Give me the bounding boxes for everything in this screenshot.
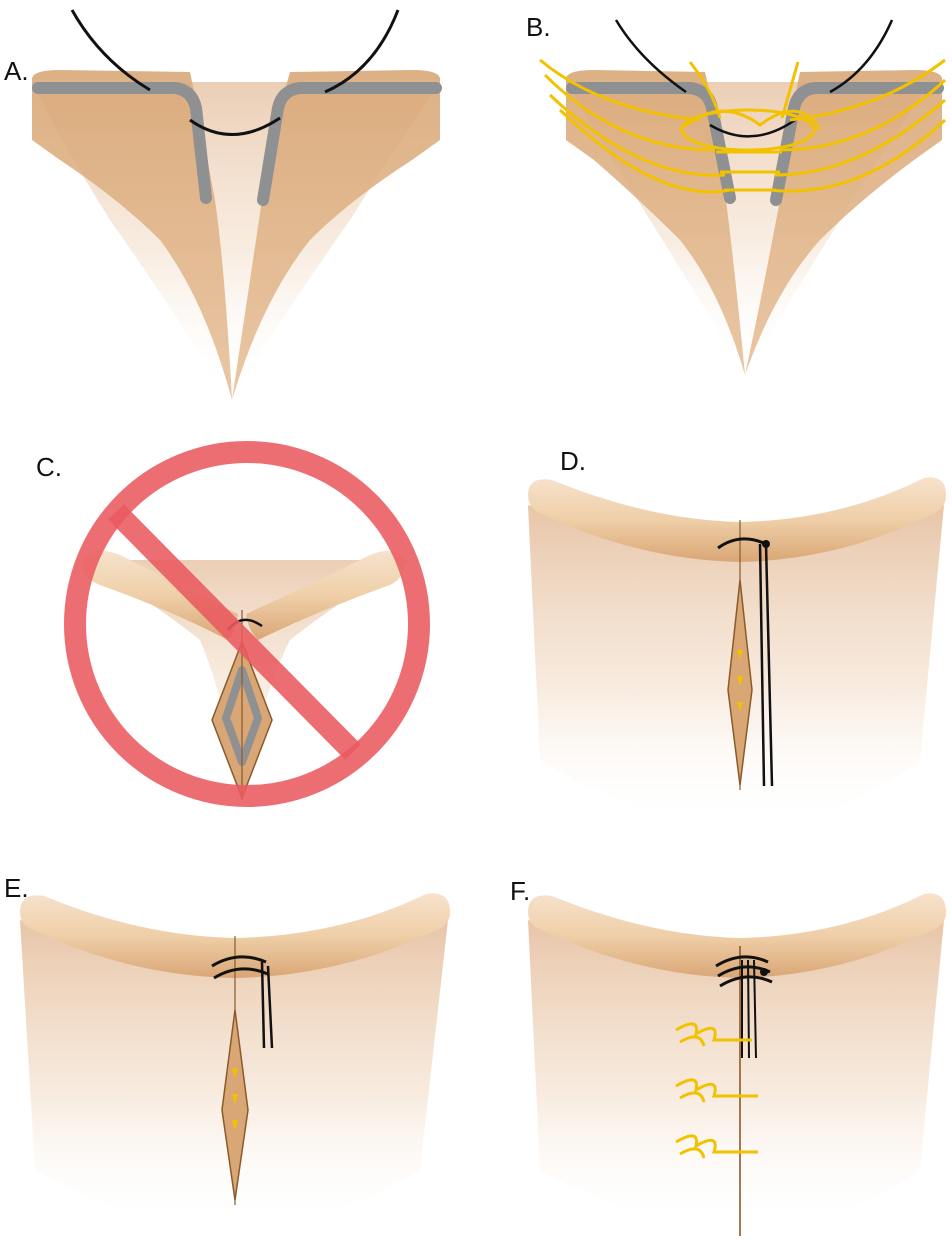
panel-f-closed-wound xyxy=(528,893,946,1236)
panel-e-closure-step xyxy=(20,893,450,1230)
panel-c-incorrect-closure xyxy=(75,452,419,800)
panel-a-open-wound xyxy=(32,10,440,400)
panel-b-open-wound-with-sutures xyxy=(540,20,945,375)
panel-d-knot xyxy=(762,540,770,548)
panel-d-closure-step xyxy=(528,477,946,830)
panel-f-knot xyxy=(760,968,768,976)
